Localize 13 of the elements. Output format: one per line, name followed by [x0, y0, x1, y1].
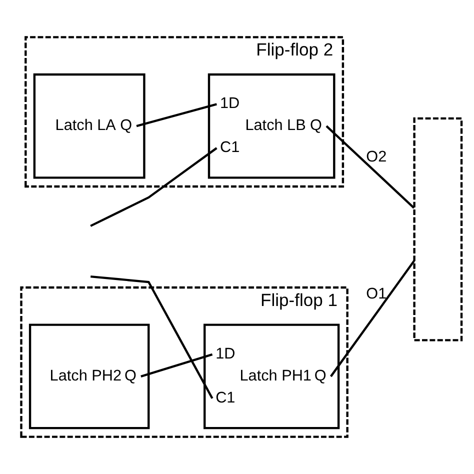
node-box: Latch LA Q — [33, 73, 146, 179]
connector — [330, 260, 415, 378]
node-box — [413, 117, 463, 342]
connector — [90, 147, 218, 227]
node-box: 1D Latch PH1 Q C1 — [204, 324, 340, 430]
connector — [136, 103, 217, 128]
edge-label: O1 — [366, 286, 387, 303]
edge-label: O2 — [366, 148, 387, 166]
connector — [140, 353, 213, 378]
node-box: 1D Latch LB Q C1 — [208, 73, 336, 179]
connector — [90, 275, 214, 399]
connector — [326, 125, 415, 209]
node-box: Latch PH2 Q — [28, 324, 150, 430]
